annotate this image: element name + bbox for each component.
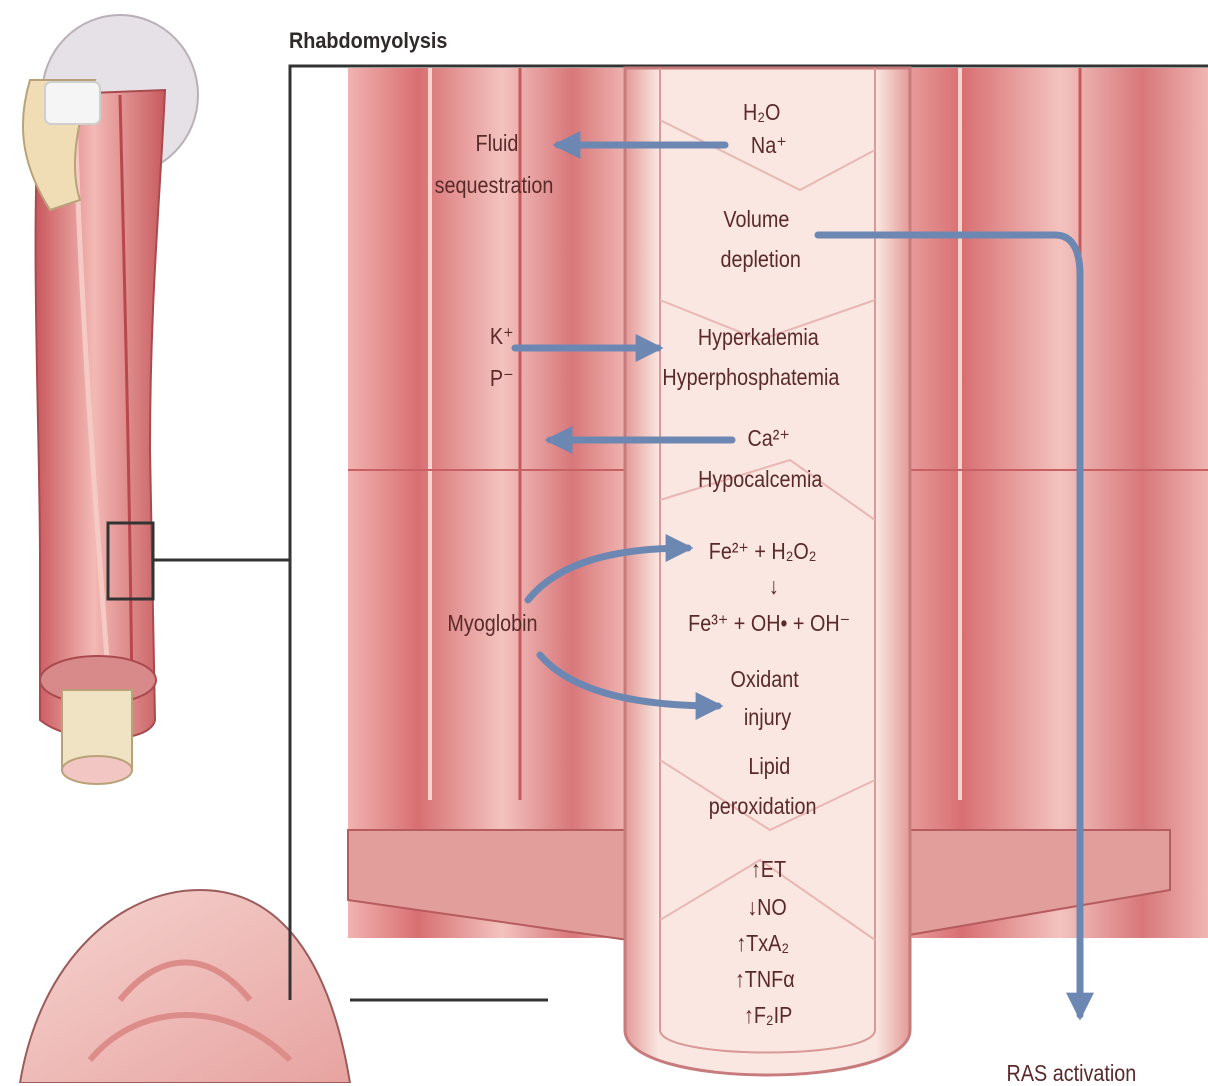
label-no: ↓NO [747,896,787,919]
label-et: ↑ET [751,858,786,881]
muscle-panel-left [348,68,628,940]
label-fe3-oh: Fe³⁺ + OH• + OH⁻ [688,612,850,635]
label-hyperphosphatemia: Hyperphosphatemia [662,366,839,389]
label-tnf: ↑TNFα [735,968,795,991]
label-reaction-arrow: ↓ [769,575,779,598]
label-volume: Volume [723,208,789,231]
label-h2o: H₂O [743,101,780,124]
label-hyperkalemia: Hyperkalemia [698,326,819,349]
label-fluid: Fluid [475,132,518,155]
label-txa2: ↑TxA₂ [736,932,789,955]
label-p: P⁻ [490,367,514,390]
label-k: K⁺ [490,325,514,348]
label-fe2-h2o2: Fe²⁺ + H₂O₂ [709,540,817,563]
label-peroxidation: peroxidation [709,795,817,818]
label-f2ip: ↑F₂IP [744,1004,792,1027]
label-na: Na⁺ [751,134,787,157]
label-hypocalcemia: Hypocalcemia [698,468,822,491]
muscle-panel-right [880,68,1208,940]
label-depletion: depletion [721,248,801,271]
label-ca: Ca²⁺ [747,427,789,450]
label-myoglobin: Myoglobin [447,612,537,635]
label-sequestration: sequestration [435,174,554,197]
label-lipid: Lipid [748,755,790,778]
arm-muscle-illustration [23,15,290,784]
label-ras-activation: RAS activation [1007,1062,1137,1085]
label-oxidant: Oxidant [731,668,799,691]
diagram-title: Rhabdomyolysis [289,28,447,54]
label-injury: injury [744,706,791,729]
